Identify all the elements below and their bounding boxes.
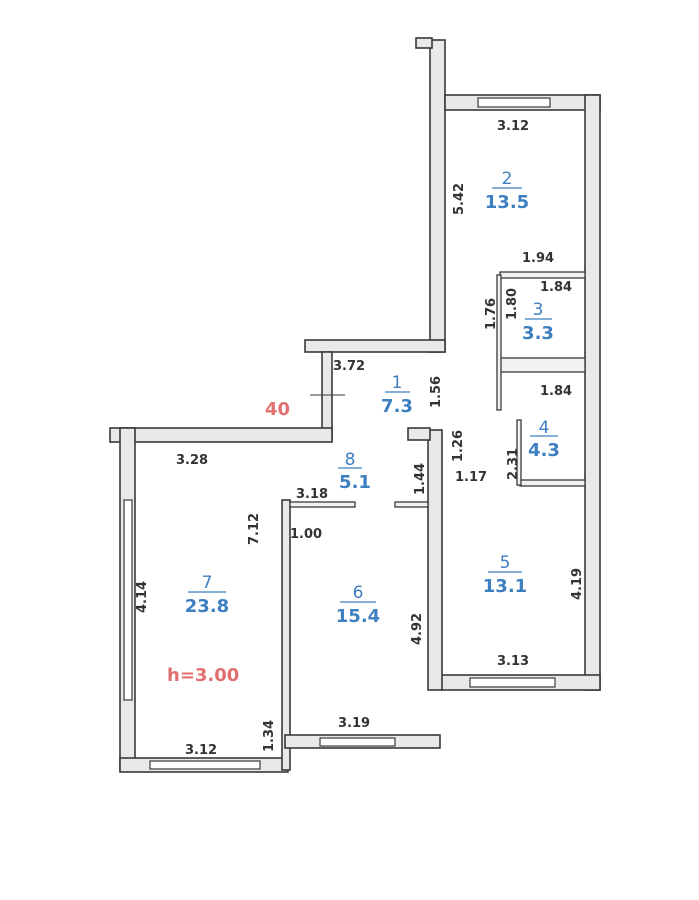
dim-label: 1.26 bbox=[451, 430, 466, 462]
dim-label: 2.31 bbox=[506, 448, 521, 480]
dim-label: 4.14 bbox=[135, 581, 150, 613]
svg-text:3.3: 3.3 bbox=[522, 323, 554, 344]
dim-label: 3.12 bbox=[185, 743, 217, 758]
svg-text:8: 8 bbox=[345, 450, 356, 470]
room-5-label: 5 13.1 bbox=[483, 553, 527, 597]
room-labels: 1 7.3 2 13.5 3 3.3 4 4.3 5 13.1 6 15.4 bbox=[185, 169, 560, 627]
dim-label: 1.17 bbox=[455, 470, 487, 485]
room-8-label: 8 5.1 bbox=[338, 450, 371, 493]
dim-label: 1.84 bbox=[540, 384, 572, 399]
room-7-label: 7 23.8 bbox=[185, 573, 229, 617]
dim-label: 1.76 bbox=[484, 298, 499, 330]
apartment-number: 40 bbox=[265, 399, 290, 420]
dim-label: 1.00 bbox=[290, 527, 322, 542]
dim-label: 1.80 bbox=[505, 288, 520, 320]
svg-text:23.8: 23.8 bbox=[185, 596, 229, 617]
svg-text:6: 6 bbox=[353, 583, 364, 603]
dim-label: 5.42 bbox=[452, 183, 467, 215]
dim-label: 1.44 bbox=[413, 463, 428, 495]
dim-label: 4.92 bbox=[410, 613, 425, 645]
svg-text:7.3: 7.3 bbox=[381, 396, 413, 417]
room-1-label: 1 7.3 bbox=[381, 373, 413, 417]
dim-label: 1.34 bbox=[262, 720, 277, 752]
dim-label: 3.12 bbox=[497, 119, 529, 134]
dim-label: 3.19 bbox=[338, 716, 370, 731]
svg-text:5: 5 bbox=[500, 553, 511, 573]
dimension-labels: 3.12 5.42 1.94 1.84 1.76 1.80 3.72 1.56 … bbox=[135, 119, 585, 758]
dim-label: 1.56 bbox=[429, 376, 444, 408]
dim-label: 3.18 bbox=[296, 487, 328, 502]
room-2-label: 2 13.5 bbox=[485, 169, 529, 213]
room-4-label: 4 4.3 bbox=[528, 418, 560, 461]
dim-label: 7.12 bbox=[247, 513, 262, 545]
svg-text:3: 3 bbox=[533, 300, 544, 320]
svg-text:13.1: 13.1 bbox=[483, 576, 527, 597]
dim-label: 3.13 bbox=[497, 654, 529, 669]
dim-label: 3.28 bbox=[176, 453, 208, 468]
dim-label: 1.94 bbox=[522, 251, 554, 266]
svg-text:7: 7 bbox=[202, 573, 213, 593]
svg-text:4: 4 bbox=[539, 418, 550, 438]
svg-text:15.4: 15.4 bbox=[336, 606, 380, 627]
svg-text:2: 2 bbox=[502, 169, 513, 189]
room-3-label: 3 3.3 bbox=[522, 300, 554, 344]
svg-text:13.5: 13.5 bbox=[485, 192, 529, 213]
ceiling-height: h=3.00 bbox=[167, 665, 239, 686]
svg-text:1: 1 bbox=[392, 373, 403, 393]
dim-label: 3.72 bbox=[333, 359, 365, 374]
svg-text:4.3: 4.3 bbox=[528, 440, 560, 461]
walls bbox=[109, 37, 601, 773]
svg-text:5.1: 5.1 bbox=[339, 472, 371, 493]
dim-label: 4.19 bbox=[570, 568, 585, 600]
room-6-label: 6 15.4 bbox=[336, 583, 380, 627]
dim-label: 1.84 bbox=[540, 280, 572, 295]
